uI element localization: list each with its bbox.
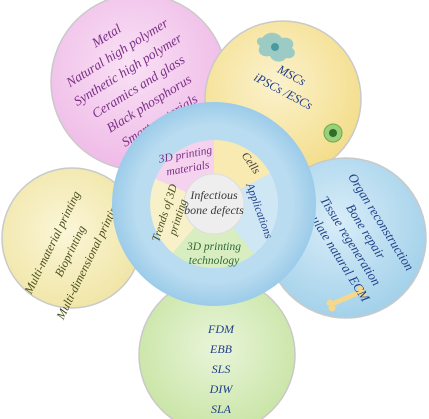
bone-icon (326, 285, 367, 312)
sector-technology (172, 204, 255, 269)
msc-cell-icon (256, 32, 295, 62)
sector-label-technology: 3D printing technology (186, 241, 241, 267)
sector-technology-line1: 3D printing (186, 241, 241, 253)
technology-item: DIW (209, 382, 234, 396)
technology-item: SLS (212, 362, 231, 376)
technology-list: FDM EBB SLS DIW SLA (207, 322, 235, 416)
technology-item: FDM (207, 322, 235, 336)
center-circle (183, 173, 245, 235)
stem-cell-icon (323, 123, 343, 143)
sector-technology-line2: technology (189, 255, 240, 267)
technology-item: SLA (211, 402, 232, 416)
sector-applications (214, 173, 279, 254)
technology-item: EBB (209, 342, 233, 356)
center-title-line1: Infectious (189, 188, 238, 202)
center-title-line2: bone defects (184, 203, 244, 217)
